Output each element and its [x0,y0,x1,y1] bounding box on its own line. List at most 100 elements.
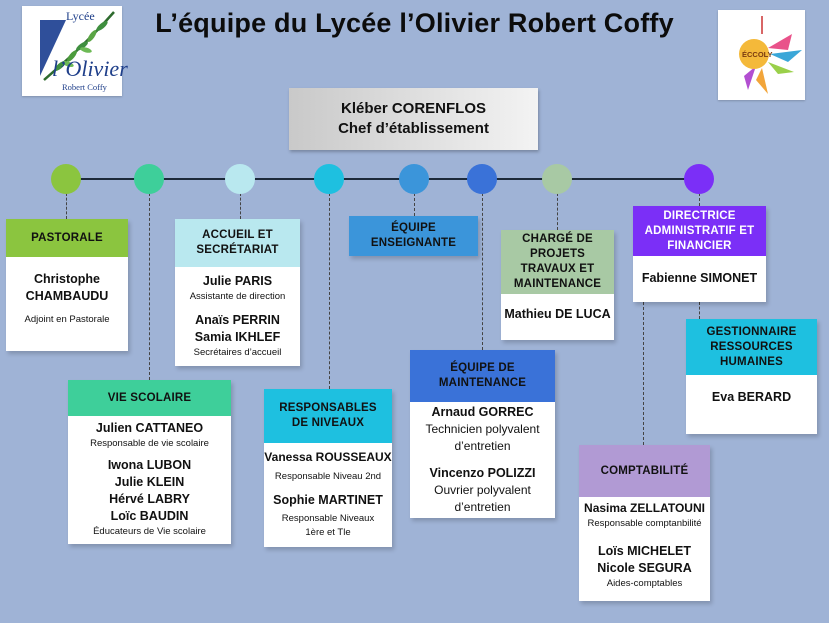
logo-line-olivier: l’Olivier [52,56,128,81]
projets-card: CHARGÉ DE PROJETS TRAVAUX ET MAINTENANCE… [501,230,614,340]
maintenance-role-1a: Technicien polyvalent [425,422,540,436]
chef-role: Chef d’établissement [338,120,489,137]
maintenance-role-2b: d’entretien [454,500,511,514]
accueil-name-1: Julie PARIS [202,274,273,288]
direction-card: DIRECTRICE ADMINISTRATIF ET FINANCIER Fa… [633,206,766,302]
vie-scolaire-name-4: Loïc BAUDIN [110,509,189,523]
enseignante-header-line1: ÉQUIPE [391,222,436,234]
connector-horizontal-line [66,178,699,180]
vie-scolaire-lead-name: Julien CATTANEO [95,421,204,435]
rh-card: GESTIONNAIRE RESSOURCES HUMAINES Eva BER… [686,319,817,434]
responsables-name-1: Vanessa ROUSSEAUX [264,450,392,464]
accueil-name-2: Anaïs PERRIN [195,313,280,327]
projets-header-line3: TRAVAUX ET [520,263,595,275]
connector-enseignante [414,193,415,216]
connector-maintenance [482,193,483,350]
kite-logo-icon [739,16,802,94]
node-pastorale [51,164,81,194]
rh-header-line2: RESSOURCES [710,340,793,353]
enseignante-header-line2: ENSEIGNANTE [370,237,457,249]
direction-header: DIRECTRICE ADMINISTRATIF ET FINANCIER [633,206,766,256]
chef-etablissement-box: Kléber CORENFLOS Chef d’établissement [289,88,538,150]
responsables-header-line1: RESPONSABLES [279,402,377,414]
direction-name: Fabienne SIMONET [641,271,758,285]
accueil-role-1: Assistante de direction [189,291,286,302]
direction-header-line2: ADMINISTRATIF ET [644,224,755,237]
maintenance-header: ÉQUIPE DE MAINTENANCE [410,350,555,402]
direction-header-line3: FINANCIER [667,239,732,252]
logo-line-lycee: Lycée [66,9,95,23]
rh-header: GESTIONNAIRE RESSOURCES HUMAINES [686,319,817,375]
direction-header-line1: DIRECTRICE [663,209,736,222]
responsables-role-1: Responsable Niveau 2nd [274,471,382,482]
node-accueil [225,164,255,194]
rh-header-line1: GESTIONNAIRE [706,325,797,338]
projets-header-line1: CHARGÉ DE [522,233,593,245]
maintenance-name-1: Arnaud GORREC [431,405,534,419]
responsables-card: RESPONSABLES DE NIVEAUX Vanessa ROUSSEAU… [264,389,392,547]
olive-branch-icon [40,11,115,81]
node-projets [542,164,572,194]
maintenance-header-line2: MAINTENANCE [438,377,527,389]
connector-direction [699,193,700,206]
connector-responsables [329,193,330,389]
rh-name: Eva BERARD [711,390,792,404]
pastorale-card: PASTORALE Christophe CHAMBAUDU Adjoint e… [6,219,128,351]
maintenance-card: ÉQUIPE DE MAINTENANCE Arnaud GORREC Tech… [410,350,555,518]
vie-scolaire-lead-role: Responsable de vie scolaire [90,438,209,449]
maintenance-name-2: Vincenzo POLIZZI [429,466,536,480]
accueil-header: ACCUEIL ET SECRÉTARIAT [175,219,300,267]
responsables-header-line2: DE NIVEAUX [291,417,365,429]
connector-pastorale [66,193,67,219]
comptabilite-role-2: Aides-comptables [606,578,683,589]
eccoly-logo: ÉCCOLY [718,10,805,100]
accueil-header-line1: ACCUEIL ET [202,229,273,241]
node-maintenance [467,164,497,194]
pastorale-name: Christophe CHAMBAUDU [25,272,109,303]
responsables-role-2a: Responsable Niveaux [281,513,375,524]
accueil-name-3: Samia IKHLEF [194,330,281,344]
comptabilite-name-1: Nasima ZELLATOUNI [584,501,705,515]
logo-line-robert-coffy: Robert Coffy [62,82,107,92]
responsables-name-2: Sophie MARTINET [273,493,383,507]
node-responsables [314,164,344,194]
vie-scolaire-role: Éducateurs de Vie scolaire [93,526,206,537]
comptabilite-role-1: Responsable comptanbilité [587,518,702,529]
node-vie-scolaire [134,164,164,194]
comptabilite-name-3: Nicole SEGURA [597,561,692,575]
connector-comptabilite [643,302,644,445]
maintenance-role-2a: Ouvrier polyvalent [434,483,531,497]
responsables-header: RESPONSABLES DE NIVEAUX [264,389,392,443]
node-enseignante [399,164,429,194]
chef-name: Kléber CORENFLOS [340,100,487,117]
accueil-card: ACCUEIL ET SECRÉTARIAT Julie PARIS Assis… [175,219,300,366]
node-direction [684,164,714,194]
comptabilite-header: COMPTABILITÉ [579,445,710,497]
vie-scolaire-header: VIE SCOLAIRE [68,380,231,416]
accueil-role-2: Secrétaires d’accueil [193,347,282,358]
accueil-header-line2: SECRÉTARIAT [196,244,279,256]
pastorale-role: Adjoint en Pastorale [24,314,110,325]
comptabilite-card: COMPTABILITÉ Nasima ZELLATOUNI Responsab… [579,445,710,601]
connector-projets [557,193,558,230]
lycee-logo: Lycée l’Olivier Robert Coffy [22,6,128,96]
projets-header-line2: PROJETS [529,248,586,260]
rh-header-line3: HUMAINES [720,355,783,368]
projets-name: Mathieu DE LUCA [504,307,611,321]
projets-header-line4: MAINTENANCE [513,278,602,290]
projets-header: CHARGÉ DE PROJETS TRAVAUX ET MAINTENANCE [501,230,614,294]
connector-accueil [240,193,241,219]
equipe-enseignante-box: ÉQUIPE ENSEIGNANTE [349,216,478,256]
vie-scolaire-name-2: Julie KLEIN [114,475,185,489]
maintenance-role-1b: d’entretien [454,439,511,453]
page-title: L’équipe du Lycée l’Olivier Robert Coffy [155,8,674,38]
maintenance-header-line1: ÉQUIPE DE [450,362,515,374]
vie-scolaire-name-1: Iwona LUBON [107,458,192,472]
connector-rh [699,302,700,319]
responsables-role-2b: 1ère et Tle [305,527,351,538]
vie-scolaire-card: VIE SCOLAIRE Julien CATTANEO Responsable… [68,380,231,544]
vie-scolaire-name-3: Hérvé LABRY [109,492,190,506]
connector-vie-scolaire [149,193,150,380]
pastorale-header: PASTORALE [6,219,128,257]
